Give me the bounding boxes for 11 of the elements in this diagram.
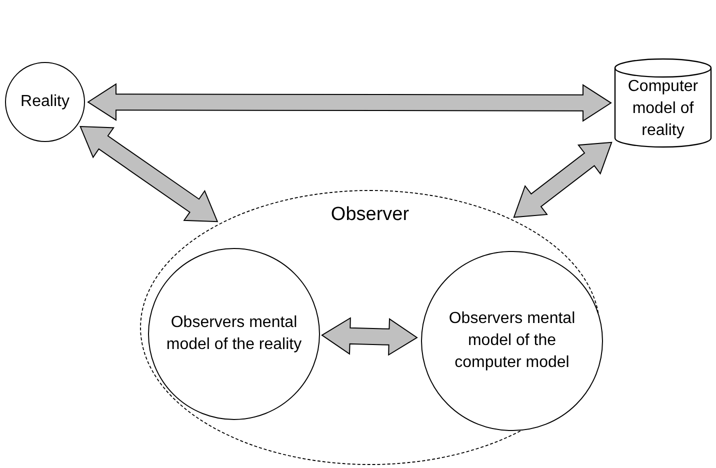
block-arrow <box>87 83 612 122</box>
node-label: Observers mental model of the reality <box>165 313 303 355</box>
node-label: Reality <box>20 92 70 112</box>
block-arrow <box>513 142 612 218</box>
group-label: Observer <box>330 203 410 227</box>
cylinder-node <box>614 58 712 148</box>
node-label: Computer model of reality <box>626 77 700 141</box>
block-arrow <box>80 126 218 222</box>
dashed-ellipse <box>140 190 600 465</box>
block-arrow <box>321 317 418 356</box>
node-label: Observers mental model of the computer model <box>448 309 576 373</box>
